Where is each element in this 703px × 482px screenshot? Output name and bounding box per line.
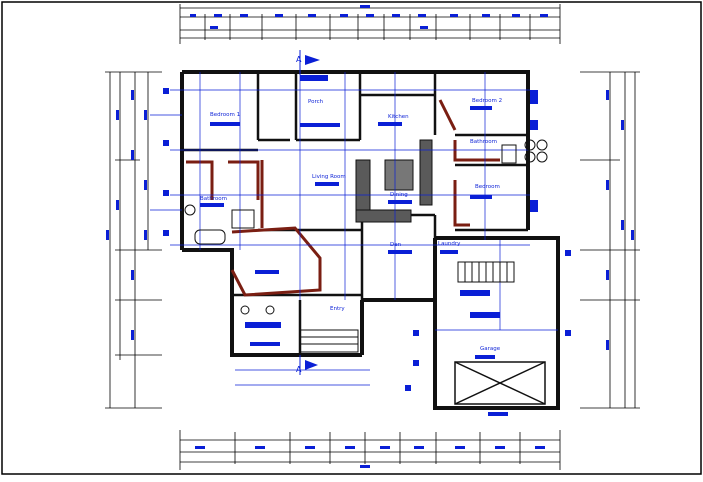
annotation-tags xyxy=(163,75,571,416)
section-marker-bottom: A xyxy=(296,355,318,375)
room-label-bedroom-1: Bedroom 1 xyxy=(210,112,240,118)
top-dimension-lines xyxy=(179,4,561,44)
kitchen-counters xyxy=(355,139,433,223)
room-label-den: Den xyxy=(390,242,402,248)
room-label-bedroom-3: Bedroom xyxy=(475,184,500,190)
fixtures xyxy=(184,139,548,315)
room-label-porch: Porch xyxy=(308,99,324,105)
grid-lines xyxy=(150,72,558,386)
right-dimension-lines xyxy=(580,71,640,409)
section-label-bottom: A xyxy=(296,365,302,374)
room-label-garage: Garage xyxy=(480,346,501,352)
room-label-entry: Entry xyxy=(330,306,345,312)
section-label-top: A xyxy=(296,55,302,64)
bottom-dimension-lines xyxy=(179,430,561,470)
interior-walls xyxy=(182,72,528,355)
room-label-living-room: Living Room xyxy=(312,174,346,180)
exterior-walls xyxy=(180,70,560,410)
top-dimension-ticks xyxy=(190,5,548,29)
section-marker-top: A xyxy=(296,50,320,75)
left-dimension-ticks xyxy=(106,90,147,340)
room-label-bedroom-2: Bedroom 2 xyxy=(472,98,502,104)
room-label-bathroom-right: Bathroom xyxy=(470,139,497,145)
stairs xyxy=(299,261,515,353)
garage-door xyxy=(454,361,546,405)
room-label-dining: Dining xyxy=(390,192,408,198)
left-dimension-lines xyxy=(105,71,162,409)
bottom-dimension-ticks xyxy=(195,446,545,468)
accent-walls xyxy=(186,99,500,297)
right-dimension-ticks xyxy=(606,90,634,350)
room-label-bathroom-left: Bathroom xyxy=(200,196,227,202)
room-label-laundry: Laundry xyxy=(438,241,461,247)
room-label-kitchen: Kitchen xyxy=(388,114,409,120)
